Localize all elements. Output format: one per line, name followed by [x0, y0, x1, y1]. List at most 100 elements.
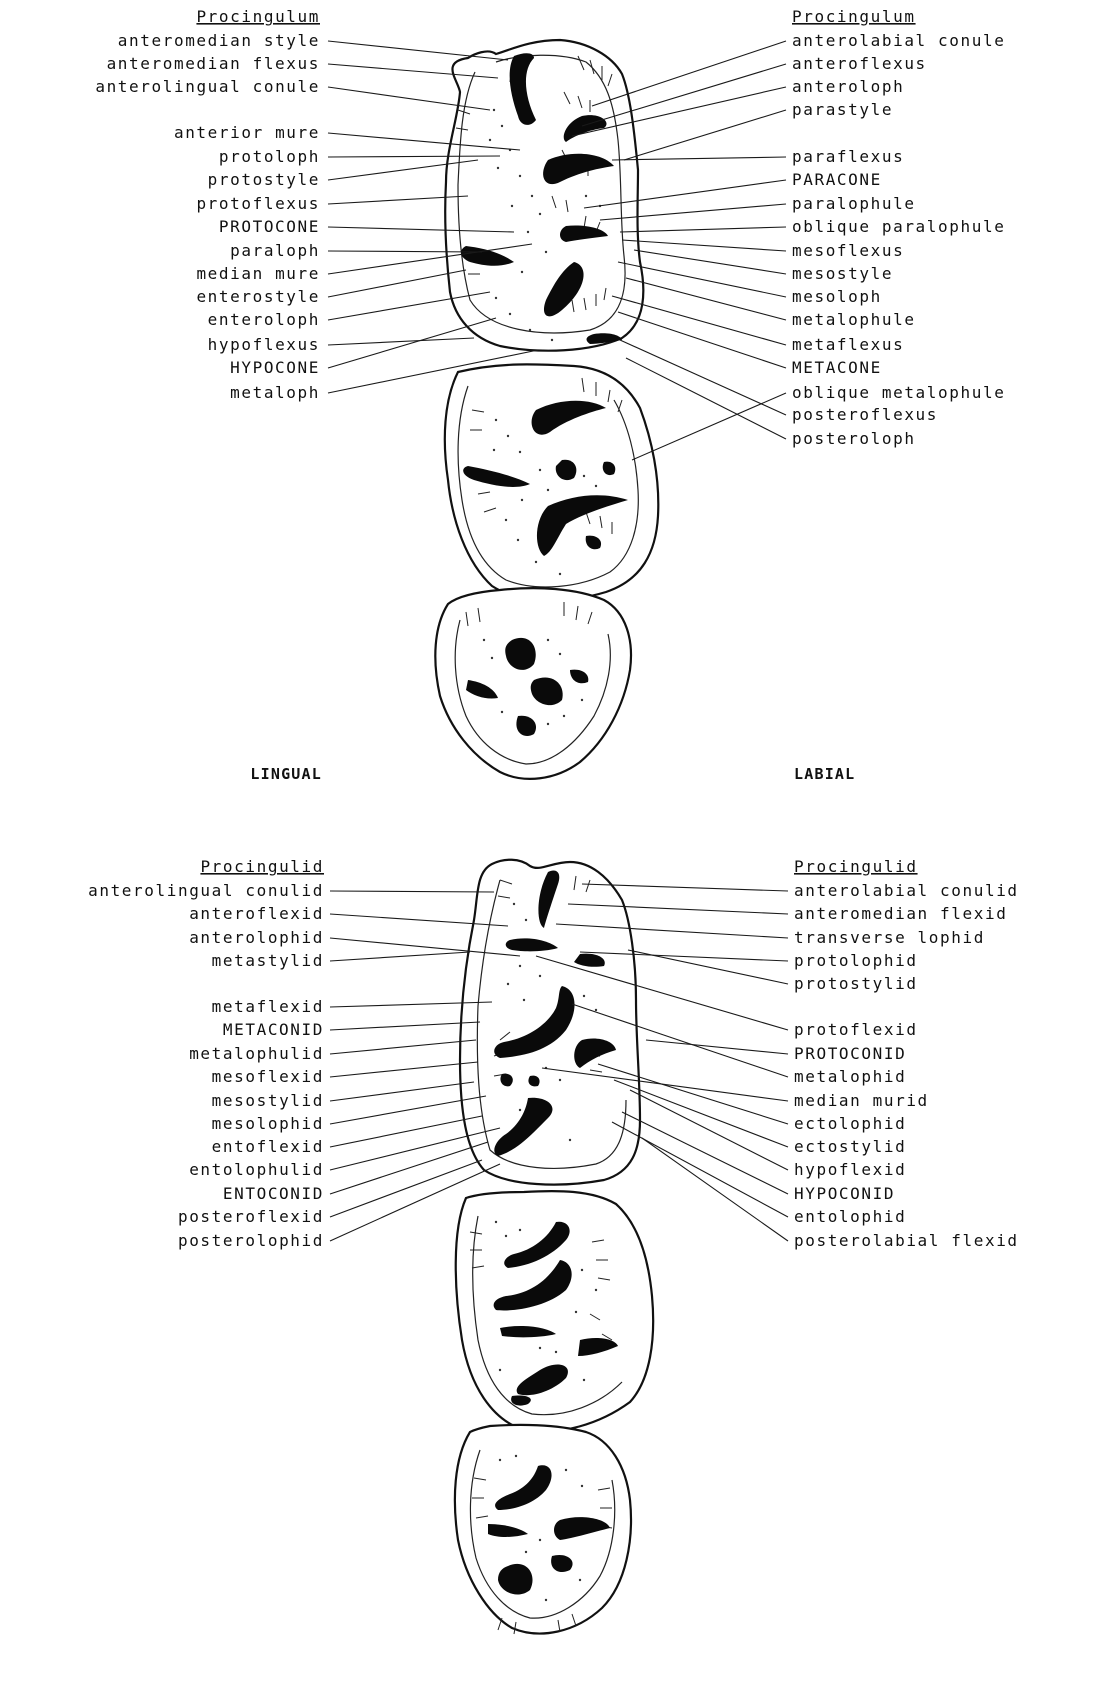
upper-labial-label-metalophule: metalophule: [792, 310, 916, 329]
lower-labial-leader-hypoconid: [622, 1112, 788, 1194]
upper-molar-row: [435, 40, 658, 779]
lower-lingual-label-posteroflexid: posteroflexid: [178, 1207, 324, 1226]
upper-labial-label-metacone: METACONE: [792, 358, 882, 377]
upper-lingual-label-enteroloph: enteroloph: [208, 310, 320, 329]
upper-second-molar: [445, 364, 658, 600]
lower-labial-label-transverse-lophid: transverse lophid: [794, 928, 985, 947]
upper-labial-label-posteroflexus: posteroflexus: [792, 405, 938, 424]
upper-lingual-leader-anteromedian-style: [328, 41, 508, 60]
lower-lingual-label-metalophulid: metalophulid: [189, 1044, 324, 1063]
upper-lingual-label-anterolingual-conule: anterolingual conule: [95, 77, 320, 96]
lower-labial-label-hypoconid: HYPOCONID: [794, 1184, 895, 1203]
upper-labial-header: Procingulum: [792, 7, 916, 26]
upper-labial-leader-parastyle: [624, 110, 786, 160]
lower-lingual-leader-entoconid: [330, 1142, 488, 1194]
labial-side-label: LABIAL: [794, 765, 855, 783]
lower-third-molar: [455, 1425, 631, 1634]
lower-labial-leader-hypoflexid: [630, 1090, 788, 1170]
upper-lingual-leader-hypoflexus: [328, 338, 474, 345]
upper-labial-label-paraflexus: paraflexus: [792, 147, 904, 166]
upper-labial-leader-metalophule: [626, 278, 786, 320]
lower-lingual-label-metastylid: metastylid: [212, 951, 324, 970]
lower-labial-label-protoconid: PROTOCONID: [794, 1044, 906, 1063]
lower-lingual-leader-metaconid: [330, 1022, 480, 1030]
lower-lingual-label-column: anterolingual conulid anteroflexid anterol…: [88, 881, 520, 1250]
upper-lingual-header: Procingulum: [196, 7, 320, 26]
lower-lingual-label-posterolophid: posterolophid: [178, 1231, 324, 1250]
lower-labial-label-anterolabial-conulid: anterolabial conulid: [794, 881, 1019, 900]
upper-lingual-label-hypocone: HYPOCONE: [230, 358, 320, 377]
lower-second-molar: [456, 1191, 653, 1431]
upper-labial-label-posteroloph: posteroloph: [792, 429, 916, 448]
lingual-side-label: LINGUAL: [250, 765, 322, 783]
lower-labial-leader-protoconid: [646, 1040, 788, 1054]
lower-labial-label-ectostylid: ectostylid: [794, 1137, 906, 1156]
lower-labial-label-posterolabial-flexid: posterolabial flexid: [794, 1231, 1019, 1250]
upper-lingual-label-protoflexus: protoflexus: [196, 194, 320, 213]
lower-lingual-label-entoflexid: entoflexid: [212, 1137, 324, 1156]
lower-labial-label-entolophid: entolophid: [794, 1207, 906, 1226]
upper-labial-label-oblique-metalophule: oblique metalophule: [792, 383, 1005, 402]
upper-labial-label-mesoflexus: mesoflexus: [792, 241, 904, 260]
upper-first-molar: [445, 40, 643, 351]
lower-lingual-label-entoconid: ENTOCONID: [223, 1184, 324, 1203]
lower-lingual-label-anteroflexid: anteroflexid: [189, 904, 324, 923]
upper-labial-label-parastyle: parastyle: [792, 100, 893, 119]
lower-labial-label-hypoflexid: hypoflexid: [794, 1160, 906, 1179]
lower-labial-label-metalophid: metalophid: [794, 1067, 906, 1086]
upper-labial-label-anteroloph: anteroloph: [792, 77, 904, 96]
upper-labial-label-mesoloph: mesoloph: [792, 287, 882, 306]
upper-third-molar: [435, 588, 631, 779]
upper-labial-leader-posteroflexus: [620, 340, 786, 415]
lower-lingual-leader-entoflexid: [330, 1116, 482, 1147]
lower-labial-label-ectolophid: ectolophid: [794, 1114, 906, 1133]
lower-labial-label-protolophid: protolophid: [794, 951, 918, 970]
lower-labial-label-protoflexid: protoflexid: [794, 1020, 918, 1039]
upper-labial-label-oblique-paralophule: oblique paralophule: [792, 217, 1005, 236]
lower-lingual-label-anterolingual-conulid: anterolingual conulid: [88, 881, 324, 900]
upper-labial-leader-mesoflexus: [622, 240, 786, 251]
lower-lingual-leader-metastylid: [330, 952, 470, 961]
lower-lingual-label-anterolophid: anterolophid: [189, 928, 324, 947]
lower-labial-leader-protostylid: [628, 950, 788, 984]
lower-labial-label-anteromedian-flexid: anteromedian flexid: [794, 904, 1007, 923]
lower-labial-header: Procingulid: [794, 857, 918, 876]
lower-lingual-leader-mesostylid: [330, 1082, 474, 1101]
upper-lingual-leader-enterostyle: [328, 270, 466, 297]
lower-lingual-leader-metalophulid: [330, 1040, 476, 1054]
upper-lingual-label-metaloph: metaloph: [230, 383, 320, 402]
upper-labial-leader-oblique-metalophule: [632, 393, 786, 460]
upper-lingual-label-hypoflexus: hypoflexus: [208, 335, 320, 354]
upper-lingual-label-anterior-mure: anterior mure: [174, 123, 320, 142]
upper-labial-label-anterolabial-conule: anterolabial conule: [792, 31, 1005, 50]
lower-lingual-label-mesoflexid: mesoflexid: [212, 1067, 324, 1086]
lower-lingual-label-mesostylid: mesostylid: [212, 1091, 324, 1110]
upper-m2-outline: [445, 364, 658, 600]
upper-labial-label-anteroflexus: anteroflexus: [792, 54, 927, 73]
upper-lingual-label-protocone: PROTOCONE: [219, 217, 320, 236]
upper-lingual-label-enterostyle: enterostyle: [196, 287, 320, 306]
upper-m1-outline: [445, 40, 643, 351]
lower-lingual-leader-mesoflexid: [330, 1062, 478, 1077]
lower-labial-label-median-murid: median murid: [794, 1091, 929, 1110]
upper-labial-leader-oblique-paralophule: [620, 227, 786, 232]
lower-labial-leader-posterolabial-flexid: [642, 1138, 788, 1241]
upper-labial-leader-paraflexus: [612, 157, 786, 160]
upper-lingual-leader-hypocone: [328, 318, 496, 368]
upper-lingual-label-anteromedian-flexus: anteromedian flexus: [107, 54, 320, 73]
upper-labial-label-mesostyle: mesostyle: [792, 264, 893, 283]
upper-lingual-label-median-mure: median mure: [196, 264, 320, 283]
lower-lingual-leader-anterolingual-conulid: [330, 891, 494, 892]
upper-labial-label-metaflexus: metaflexus: [792, 335, 904, 354]
upper-lingual-label-anteromedian-style: anteromedian style: [118, 31, 320, 50]
lower-lingual-label-mesolophid: mesolophid: [212, 1114, 324, 1133]
lower-labial-label-protostylid: protostylid: [794, 974, 918, 993]
upper-lingual-label-paraloph: paraloph: [230, 241, 320, 260]
lower-lingual-label-metaconid: METACONID: [223, 1020, 324, 1039]
lower-first-molar: [460, 860, 640, 1185]
upper-lingual-label-protoloph: protoloph: [219, 147, 320, 166]
upper-labial-leader-posteroloph: [626, 358, 786, 439]
upper-lingual-label-protostyle: protostyle: [208, 170, 320, 189]
lower-lingual-header: Procingulid: [200, 857, 324, 876]
